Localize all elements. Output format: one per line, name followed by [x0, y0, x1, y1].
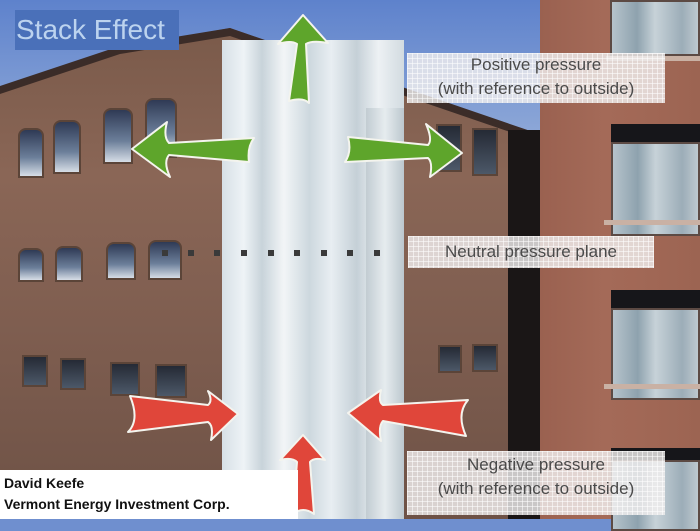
- window: [472, 128, 498, 176]
- window: [103, 108, 133, 164]
- dot: [214, 250, 220, 256]
- window: [610, 0, 700, 56]
- window: [155, 364, 187, 398]
- window: [18, 248, 44, 282]
- dot: [374, 250, 380, 256]
- title-banner: [15, 10, 179, 50]
- negative-pressure-line2: (with reference to outside): [437, 479, 635, 498]
- window-sill: [604, 220, 700, 225]
- white-tarp-side: [366, 108, 404, 519]
- arrow-left-green-icon: [131, 121, 255, 178]
- pressure-arrows: [127, 14, 469, 515]
- dot: [241, 250, 247, 256]
- positive-pressure-label: Positive pressure (with reference to out…: [407, 53, 665, 103]
- neutral-pressure-plane-label: Neutral pressure plane: [408, 236, 654, 268]
- window-sill: [604, 384, 700, 389]
- positive-pressure-line1: Positive pressure: [470, 55, 602, 74]
- page-title: Stack Effect: [16, 14, 165, 45]
- window: [18, 128, 44, 178]
- arrow-left-red-icon: [347, 389, 469, 442]
- window: [472, 344, 498, 372]
- window: [148, 240, 182, 280]
- dot: [162, 250, 168, 256]
- dot: [321, 250, 327, 256]
- window: [611, 124, 700, 236]
- arrow-up-green-icon: [277, 14, 329, 104]
- negative-pressure-line1: Negative pressure: [467, 455, 605, 474]
- arrow-right-green-icon: [344, 123, 463, 178]
- dot: [268, 250, 274, 256]
- window: [22, 355, 48, 387]
- window: [55, 246, 83, 282]
- credit-caption: [0, 470, 298, 519]
- arrow-up-red-icon: [279, 434, 326, 515]
- window: [611, 290, 700, 400]
- window: [53, 120, 81, 174]
- negative-pressure-label: Negative pressure (with reference to out…: [407, 451, 665, 515]
- caption-author: David Keefe: [4, 475, 85, 491]
- positive-pressure-line2: (with reference to outside): [437, 79, 635, 98]
- neutral-plane-dots: [162, 250, 380, 256]
- dot: [347, 250, 353, 256]
- window: [106, 242, 136, 280]
- window: [60, 358, 86, 390]
- dot: [294, 250, 300, 256]
- window: [110, 362, 140, 396]
- window: [438, 345, 462, 373]
- arrow-right-red-icon: [127, 390, 239, 441]
- caption-organization: Vermont Energy Investment Corp.: [4, 496, 230, 512]
- dot: [188, 250, 194, 256]
